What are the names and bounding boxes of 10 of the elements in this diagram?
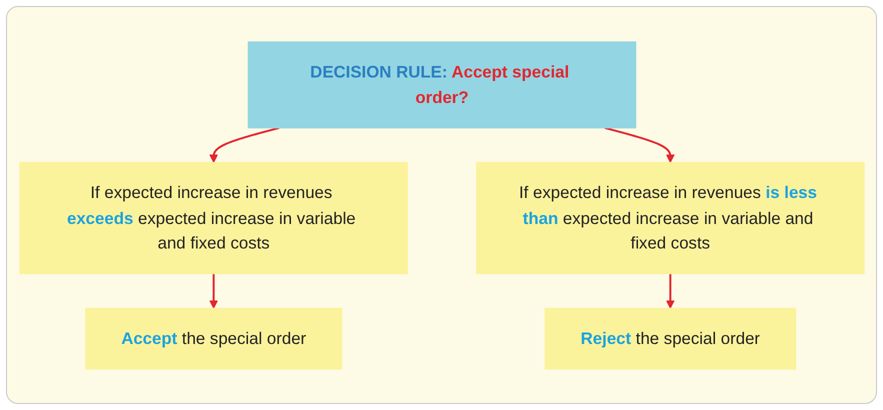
node-box [476, 162, 864, 274]
node-box [247, 40, 636, 128]
arrow [604, 126, 674, 162]
arrow [208, 126, 279, 162]
node-box [18, 162, 408, 274]
node-box [544, 307, 796, 370]
node-box [84, 307, 342, 370]
flowchart: DECISION RULE: Accept special order? If expected increase in revenues exceeds expected increase in variable and fixed costs Accept the special order If expected increase in revenues is less than expected increase in variable and fixed costs Reject the special order [12, 34, 872, 376]
arrow [208, 273, 218, 308]
arrow [666, 273, 674, 308]
